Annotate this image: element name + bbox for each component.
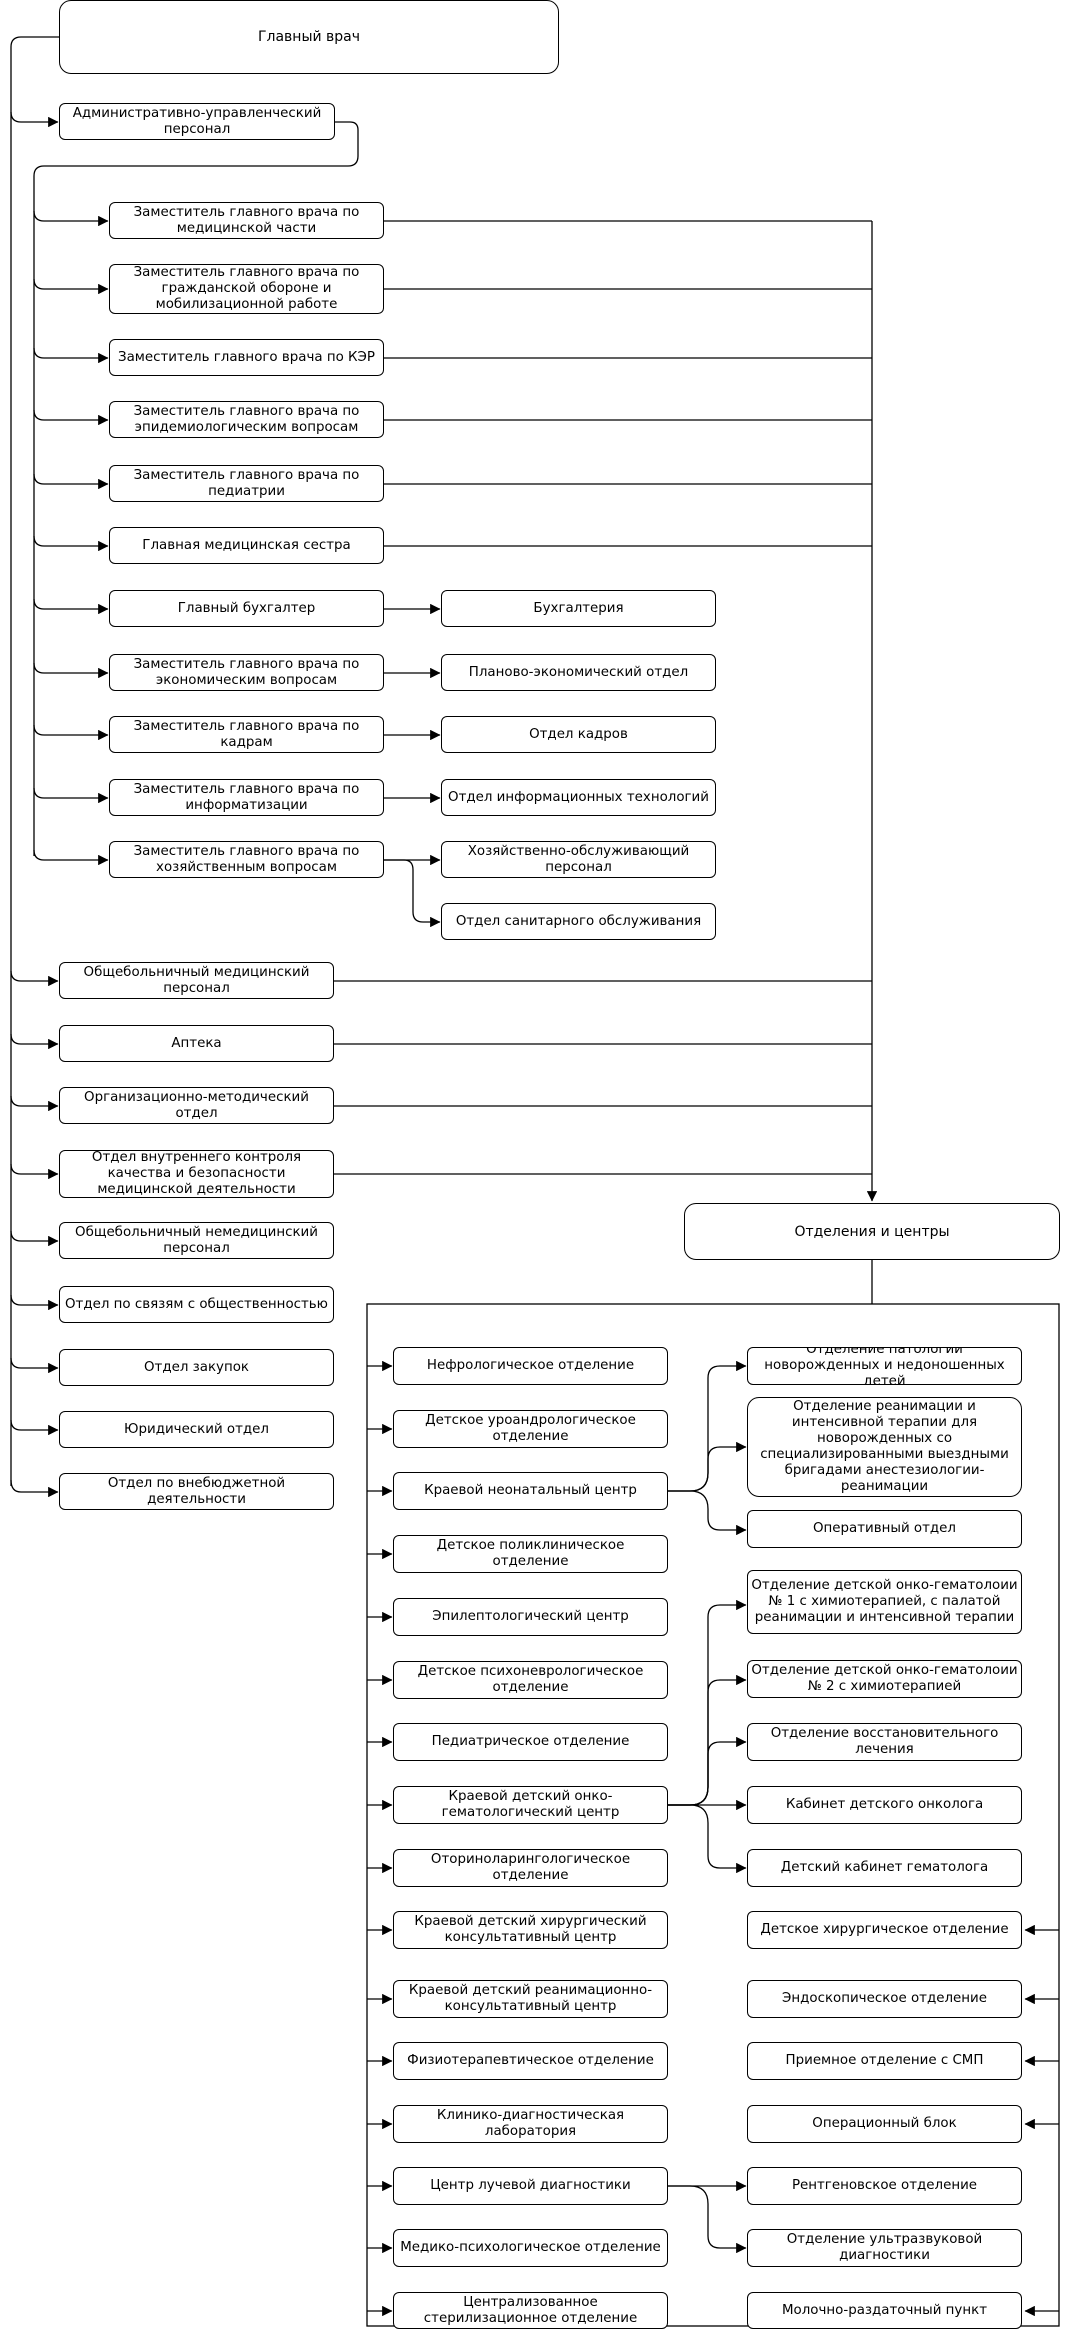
node-org-method: Организационно-методический отдел (59, 1087, 334, 1124)
node-ent: Оториноларингологическое отделение (393, 1849, 668, 1887)
node-psychoneurology: Детское психоневрологическое отделение (393, 1661, 668, 1699)
node-radiology-center: Центр лучевой диагностики (393, 2167, 668, 2205)
node-pediatric: Педиатрическое отделение (393, 1723, 668, 1761)
node-sanitary-service: Отдел санитарного обслуживания (441, 903, 716, 940)
node-chief-doctor: Главный врач (59, 0, 559, 74)
node-deputy-epidemiology: Заместитель главного врача по эпидемиоло… (109, 401, 384, 438)
node-public-relations: Отдел по связям с общественностью (59, 1286, 334, 1323)
node-deputy-household: Заместитель главного врача по хозяйствен… (109, 841, 384, 878)
node-milk-kitchen: Молочно-раздаточный пункт (747, 2292, 1022, 2329)
node-reception: Приемное отделение с СМП (747, 2042, 1022, 2080)
node-laboratory: Клинико-диагностическая лаборатория (393, 2105, 668, 2143)
node-departments-centers: Отделения и центры (684, 1203, 1060, 1260)
node-resuscitation-consult: Краевой детский реанимационно-консультат… (393, 1980, 668, 2018)
node-household-staff: Хозяйственно-обслуживающий персонал (441, 841, 716, 878)
node-planning-economic: Планово-экономический отдел (441, 654, 716, 691)
node-deputy-hr: Заместитель главного врача по кадрам (109, 716, 384, 753)
node-deputy-medical: Заместитель главного врача по медицинско… (109, 202, 384, 239)
node-pharmacy: Аптека (59, 1025, 334, 1062)
node-oncologist-office: Кабинет детского онколога (747, 1786, 1022, 1824)
node-onco-hematology-2: Отделение детской онко-гематолоии № 2 с … (747, 1660, 1022, 1698)
node-uroandrology: Детское уроандрологическое отделение (393, 1410, 668, 1448)
node-deputy-it: Заместитель главного врача по информатиз… (109, 779, 384, 816)
node-deputy-ker: Заместитель главного врача по КЭР (109, 339, 384, 376)
node-psychology: Медико-психологическое отделение (393, 2229, 668, 2267)
node-onco-center: Краевой детский онко-гематологический це… (393, 1786, 668, 1824)
node-epileptology: Эпилептологический центр (393, 1598, 668, 1636)
node-operating-block: Операционный блок (747, 2105, 1022, 2143)
node-it-department: Отдел информационных технологий (441, 779, 716, 816)
node-physiotherapy: Физиотерапевтическое отделение (393, 2042, 668, 2080)
node-polyclinic: Детское поликлиническое отделение (393, 1535, 668, 1573)
node-child-surgery: Детское хирургическое отделение (747, 1911, 1022, 1949)
node-operative: Оперативный отдел (747, 1510, 1022, 1548)
node-newborn-pathology: Отделение патологии новорожденных и недо… (747, 1347, 1022, 1385)
node-off-budget: Отдел по внебюджетной деятельности (59, 1473, 334, 1510)
node-deputy-pediatrics: Заместитель главного врача по педиатрии (109, 465, 384, 502)
node-newborn-icu: Отделение реанимации и интенсивной терап… (747, 1397, 1022, 1497)
node-general-medical-staff: Общебольничный медицинский персонал (59, 962, 334, 999)
node-head-nurse: Главная медицинская сестра (109, 527, 384, 564)
node-chief-accountant: Главный бухгалтер (109, 590, 384, 627)
node-nephrology: Нефрологическое отделение (393, 1347, 668, 1385)
node-hematologist-office: Детский кабинет гематолога (747, 1849, 1022, 1887)
node-accounting: Бухгалтерия (441, 590, 716, 627)
node-endoscopy: Эндоскопическое отделение (747, 1980, 1022, 2018)
node-rehabilitation: Отделение восстановительного лечения (747, 1723, 1022, 1761)
node-sterilization: Централизованное стерилизационное отделе… (393, 2292, 668, 2329)
node-legal: Юридический отдел (59, 1411, 334, 1448)
node-general-nonmedical-staff: Общебольничный немедицинский персонал (59, 1222, 334, 1259)
node-procurement: Отдел закупок (59, 1349, 334, 1386)
node-surgical-consult: Краевой детский хирургический консультат… (393, 1911, 668, 1949)
node-ultrasound: Отделение ультразвуковой диагностики (747, 2229, 1022, 2267)
node-deputy-civil-defense: Заместитель главного врача по гражданско… (109, 264, 384, 314)
node-xray: Рентгеновское отделение (747, 2167, 1022, 2205)
node-aup: Административно-управленческий персонал (59, 103, 335, 140)
node-deputy-economics: Заместитель главного врача по экономичес… (109, 654, 384, 691)
node-quality-control: Отдел внутреннего контроля качества и бе… (59, 1150, 334, 1198)
node-hr-department: Отдел кадров (441, 716, 716, 753)
node-onco-hematology-1: Отделение детской онко-гематолоии № 1 с … (747, 1570, 1022, 1634)
node-neonatal-center: Краевой неонатальный центр (393, 1472, 668, 1510)
